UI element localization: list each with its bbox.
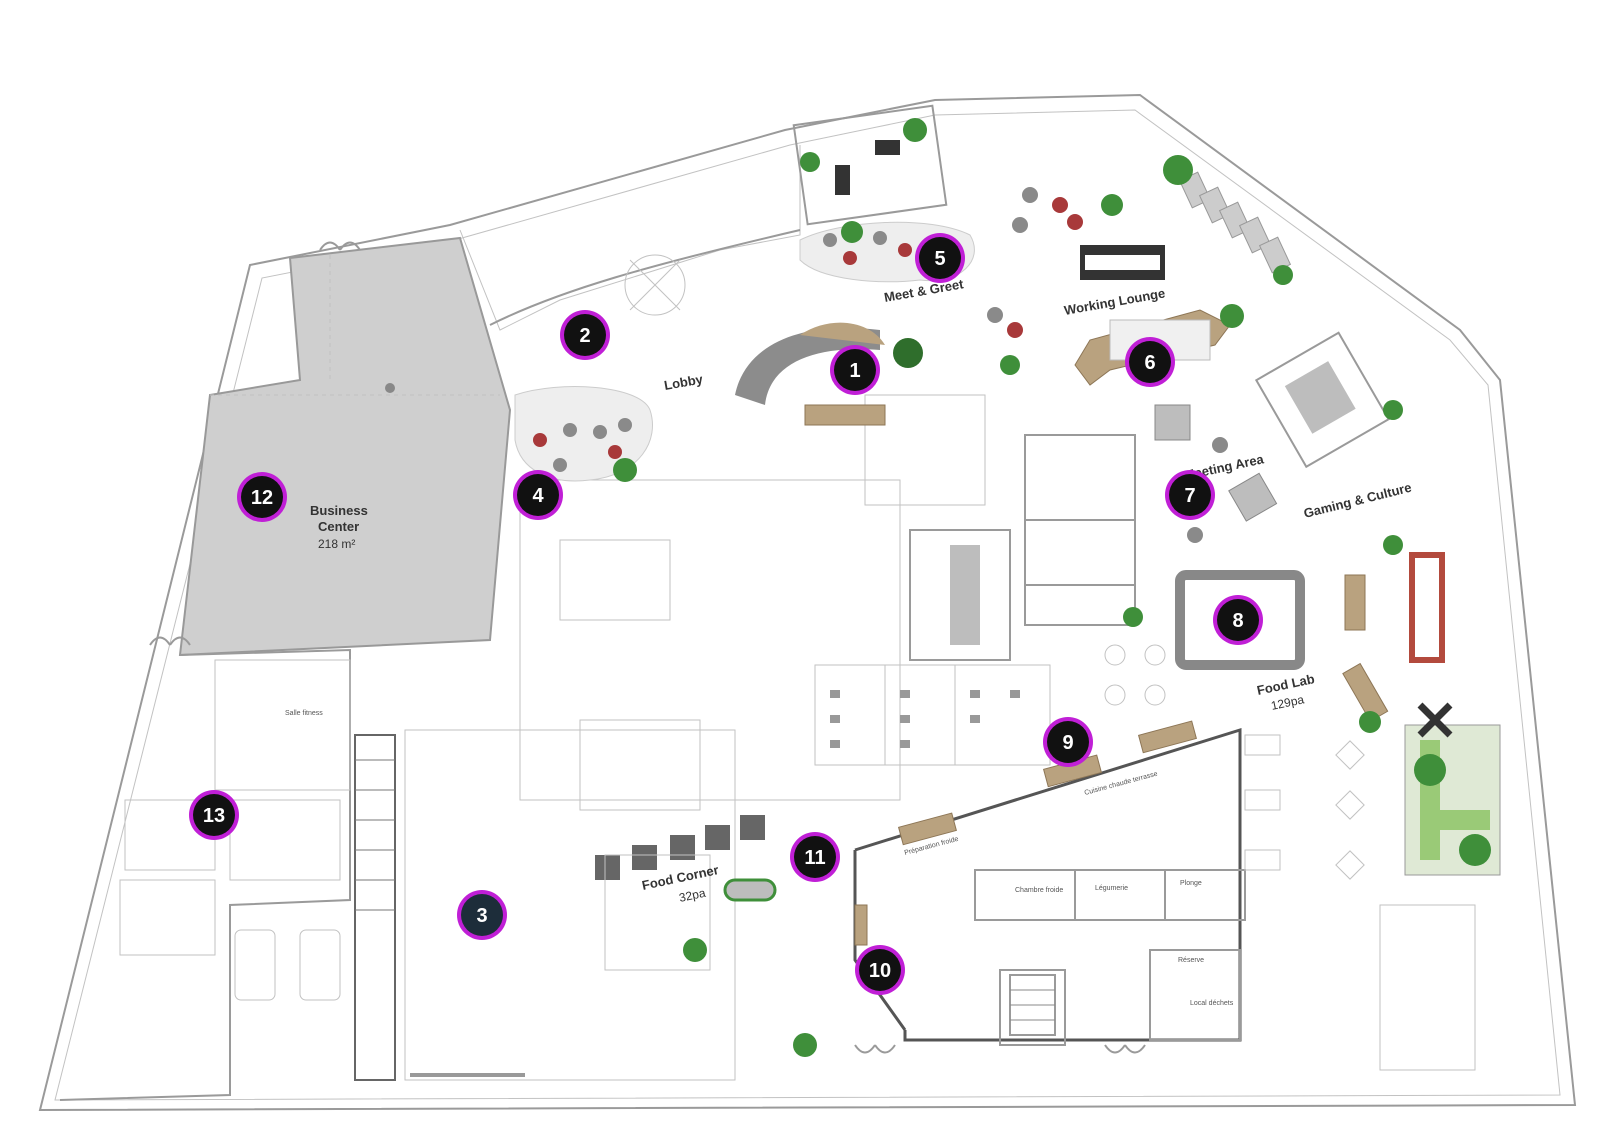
marker-core	[193, 794, 235, 836]
marker-9[interactable]: 9	[1043, 717, 1093, 767]
label-chambre: Chambre froide	[1015, 887, 1063, 894]
marker-5[interactable]: 5	[915, 233, 965, 283]
building-outline	[38, 93, 1577, 1112]
label-reserve: Réserve	[1178, 957, 1204, 964]
food-corner-tables	[595, 815, 777, 902]
reception-desk	[735, 327, 880, 405]
marker-core	[1129, 341, 1171, 383]
marker-core	[1217, 599, 1259, 641]
gaming-red-counter	[1409, 552, 1445, 663]
parking-zone	[404, 729, 736, 1081]
marker-core	[919, 237, 961, 279]
marker-number: 1	[849, 360, 860, 382]
marker-number: 4	[532, 485, 544, 507]
label-food-lab-cap: 129pa	[1270, 692, 1306, 713]
terrace-round-table	[624, 254, 686, 316]
marker-3[interactable]: 3	[457, 890, 507, 940]
marker-number: 11	[804, 847, 825, 869]
label-local-dechets: Local déchets	[1190, 1000, 1234, 1007]
central-core	[519, 479, 901, 801]
marker-core	[1169, 474, 1211, 516]
meet-greet-box	[792, 104, 948, 226]
label-gaming: Gaming & Culture	[1302, 480, 1413, 521]
marker-core	[564, 314, 606, 356]
marker-core	[834, 349, 876, 391]
label-business-center: Business	[310, 503, 368, 518]
marker-10[interactable]: 10	[855, 945, 905, 995]
fitness-room	[214, 659, 351, 791]
marker-2[interactable]: 2	[560, 310, 610, 360]
label-working-lounge: Working Lounge	[1063, 285, 1166, 318]
marker-number: 8	[1232, 610, 1243, 632]
marker-number: 13	[203, 805, 225, 827]
marker-6[interactable]: 6	[1125, 337, 1175, 387]
plants	[613, 118, 1491, 1057]
marker-core	[794, 836, 836, 878]
conference-room	[1254, 331, 1390, 469]
label-food-lab: Food Lab	[1256, 671, 1316, 698]
terrace-outline	[459, 145, 801, 331]
marker-13[interactable]: 13	[189, 790, 239, 840]
label-business-center-area: 218 m²	[318, 537, 355, 551]
marker-number: 9	[1062, 732, 1073, 754]
food-lab-tables	[1104, 574, 1389, 880]
label-business-center-2: Center	[318, 519, 359, 534]
marker-number: 6	[1144, 352, 1155, 374]
stair-left	[355, 759, 395, 911]
business-center-area	[178, 236, 512, 657]
desk-rooms	[814, 664, 1051, 766]
label-legumerie: Légumerie	[1095, 885, 1128, 892]
marker-11[interactable]: 11	[790, 832, 840, 882]
marker-core	[1047, 721, 1089, 763]
marker-8[interactable]: 8	[1213, 595, 1263, 645]
meeting-rooms	[1024, 434, 1136, 626]
marker-number: 12	[251, 487, 273, 509]
marker-number: 2	[579, 325, 590, 347]
marker-core	[461, 894, 503, 936]
marker-core	[517, 474, 559, 516]
label-food-corner-cap: 32pa	[678, 886, 707, 905]
marker-12[interactable]: 12	[237, 472, 287, 522]
marker-number: 5	[934, 248, 945, 270]
doors	[149, 241, 1146, 1054]
marker-4[interactable]: 4	[513, 470, 563, 520]
marker-number: 7	[1184, 485, 1195, 507]
marker-number: 3	[476, 905, 487, 927]
label-salle-fitness: Salle fitness	[285, 710, 323, 717]
marker-7[interactable]: 7	[1165, 470, 1215, 520]
label-lobby: Lobby	[663, 371, 705, 393]
left-wing	[59, 648, 351, 1101]
label-plonge: Plonge	[1180, 880, 1202, 887]
marker-1[interactable]: 1	[830, 345, 880, 395]
top-right-bench	[1178, 171, 1292, 274]
marker-core	[859, 949, 901, 991]
marker-number: 10	[869, 960, 891, 982]
marker-core	[241, 476, 283, 518]
lobby-curved-wall	[489, 229, 801, 326]
